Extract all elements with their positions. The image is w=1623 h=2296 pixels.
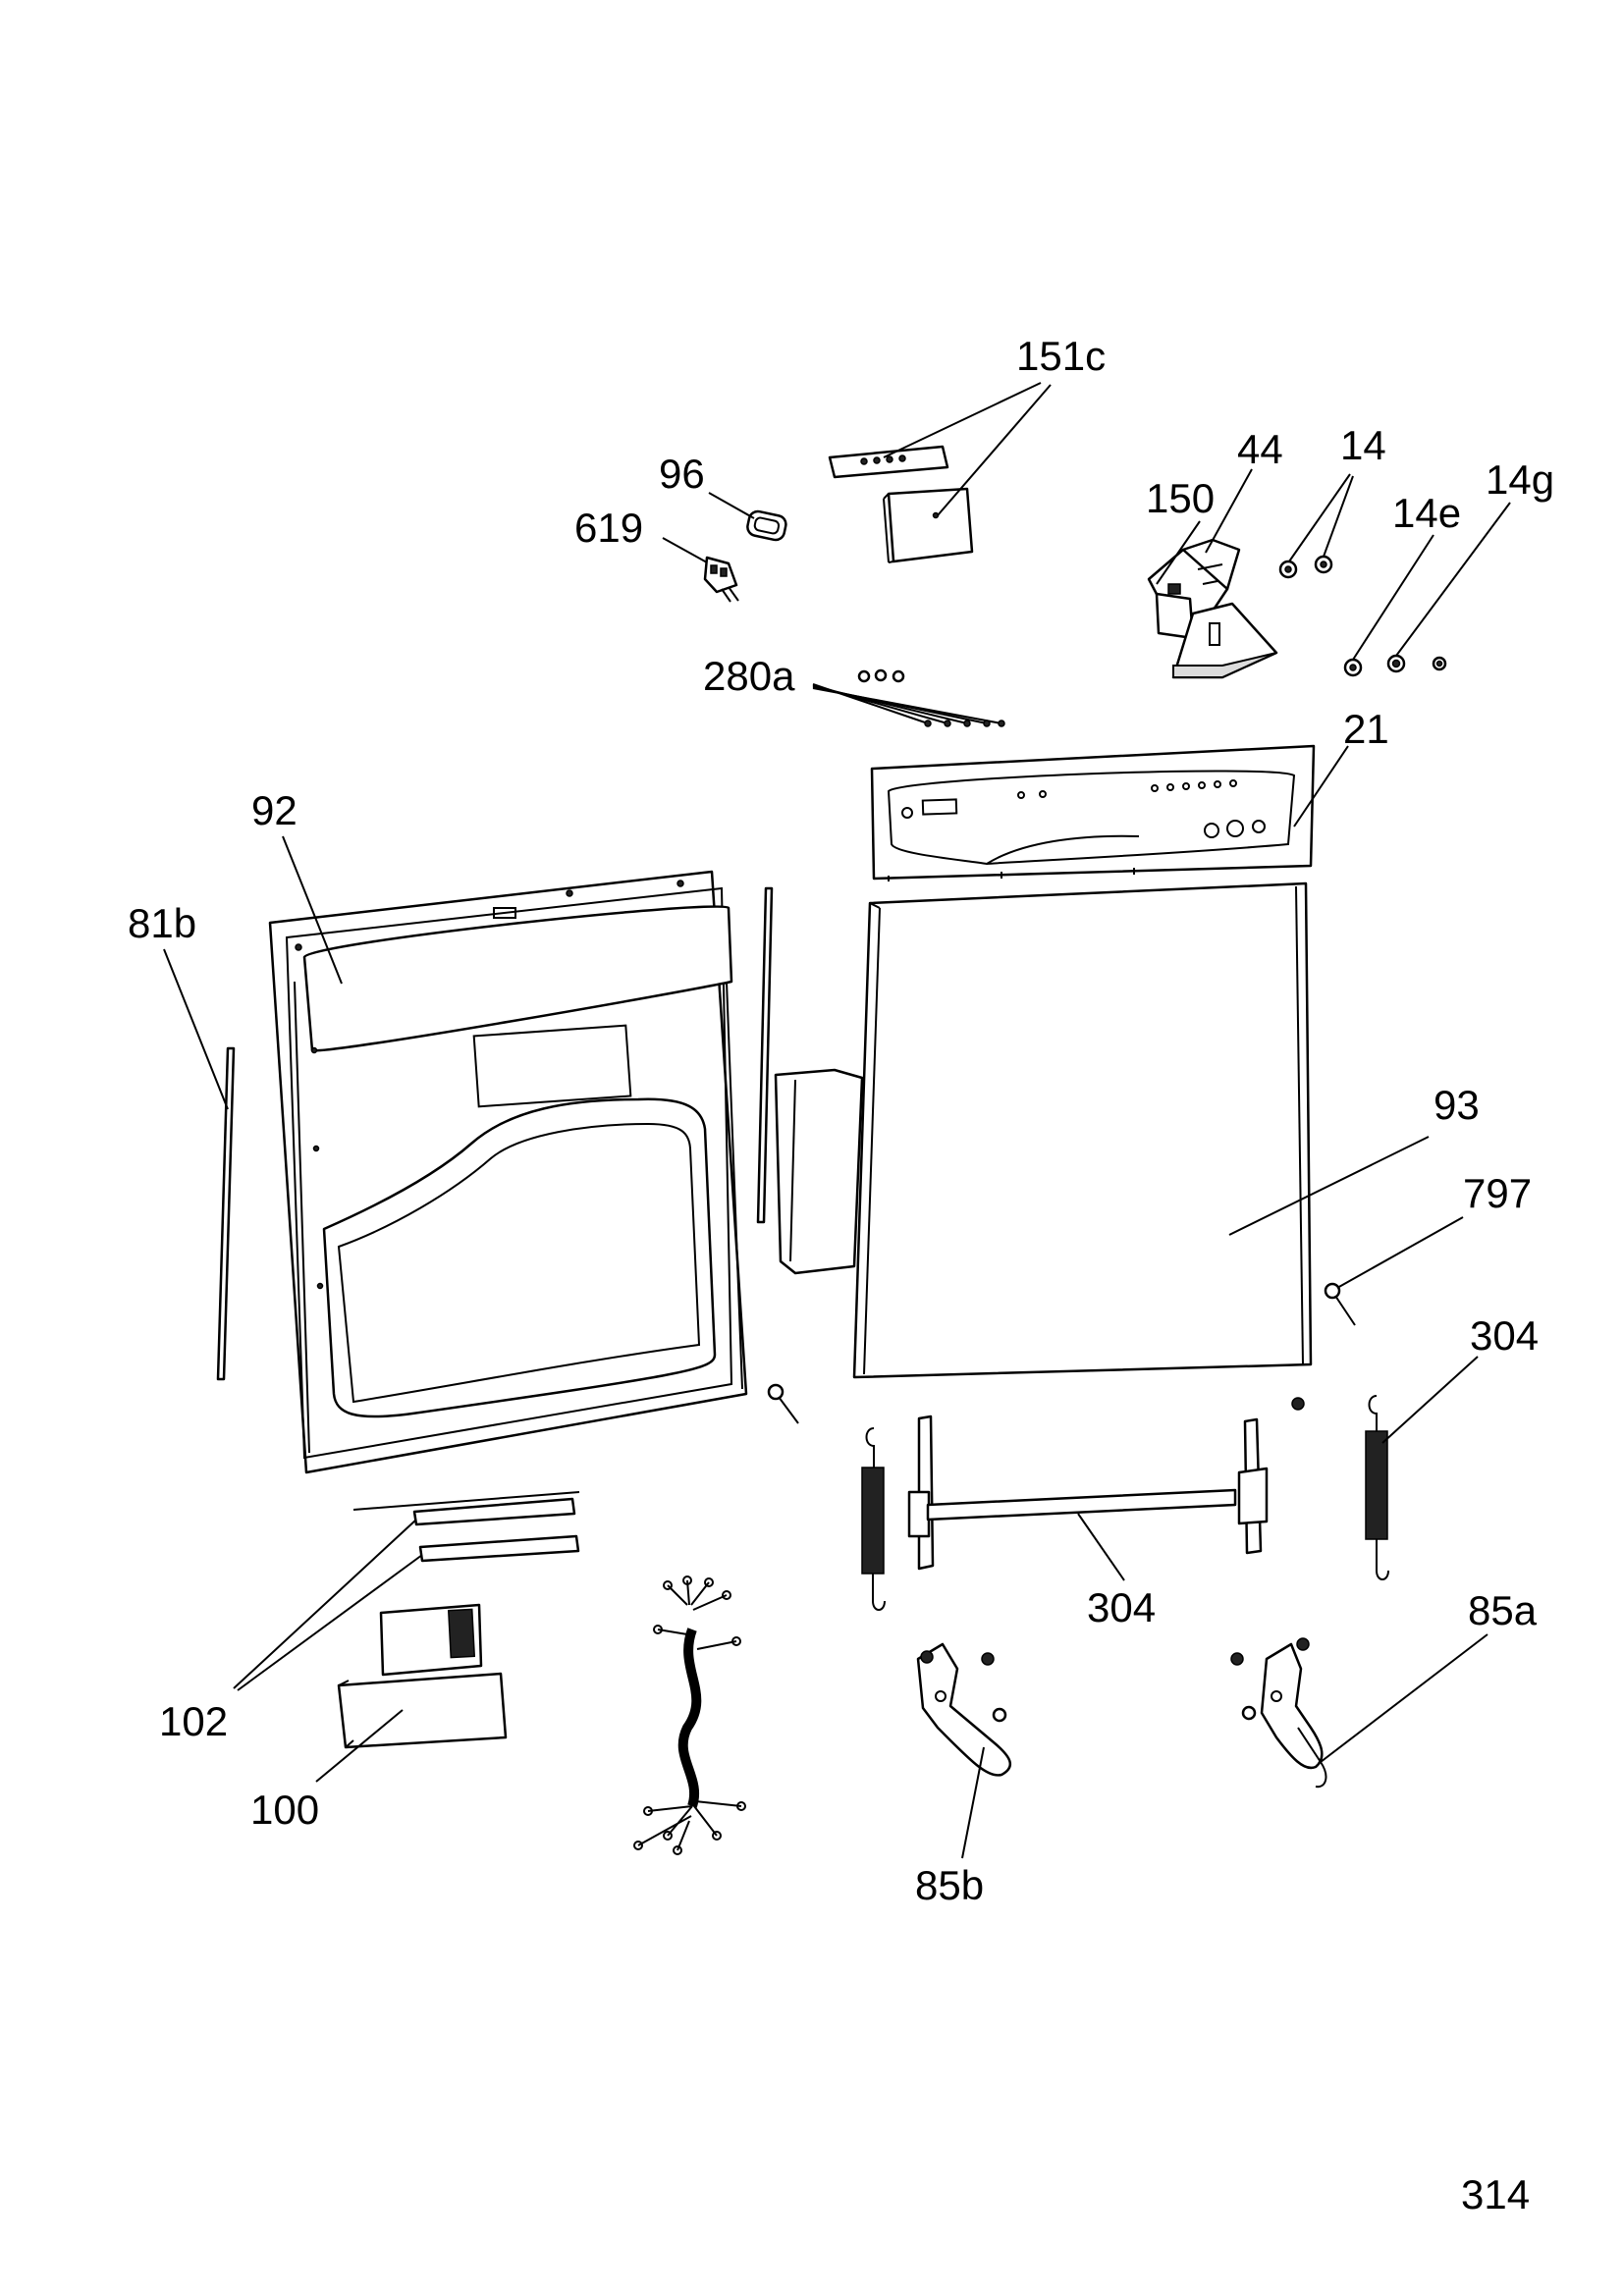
part-304-spring-right (1365, 1395, 1389, 1580)
leader-81b (163, 948, 229, 1110)
part-96-gasket (746, 509, 787, 542)
leader-92 (282, 835, 343, 985)
callout-150: 150 (1146, 475, 1216, 521)
part-93-outer-door (852, 881, 1313, 1379)
part-150-44-door-lock (1147, 538, 1278, 679)
leader-21 (1293, 745, 1349, 828)
leader-797 (1336, 1216, 1464, 1289)
callout-93: 93 (1434, 1082, 1480, 1128)
leader-150 (1156, 520, 1201, 585)
leader-100 (315, 1709, 404, 1783)
part-151c-control-card (828, 445, 949, 479)
leader-14g (1395, 502, 1511, 657)
part-619-switch (703, 556, 739, 603)
part-280a-light-pipes (812, 668, 1005, 727)
leader-14-b (1323, 475, 1354, 558)
leader-151c-a (883, 382, 1042, 458)
part-85b-hinge-left (916, 1642, 1012, 1777)
part-92-inner-door (268, 870, 748, 1474)
door-channel-piece (774, 1068, 864, 1275)
leader-304-bar (1077, 1513, 1125, 1581)
callout-14e: 14e (1392, 490, 1462, 536)
leader-14e (1352, 534, 1434, 661)
callout-102: 102 (159, 1698, 229, 1744)
callout-14: 14 (1340, 422, 1386, 468)
callout-85b: 85b (915, 1862, 985, 1908)
leader-93 (1228, 1136, 1430, 1236)
page-number: 314 (1461, 2171, 1531, 2217)
part-102-trim-strips (352, 1491, 580, 1563)
callout-92: 92 (251, 787, 298, 833)
part-14e-14g-buttons (1343, 654, 1447, 677)
callout-797: 797 (1463, 1170, 1533, 1216)
part-304-spring-left (861, 1427, 886, 1611)
callout-44: 44 (1237, 426, 1283, 472)
leader-96 (708, 492, 755, 519)
callout-280a: 280a (703, 653, 795, 699)
part-21-control-panel (870, 744, 1316, 881)
leader-85b (961, 1746, 985, 1859)
leader-619 (662, 537, 708, 563)
part-304-hinge-bar (907, 1397, 1305, 1571)
leader-102-a (233, 1519, 417, 1689)
pin-left (767, 1383, 799, 1424)
wiring-harness (633, 1575, 746, 1855)
callout-619: 619 (574, 505, 644, 551)
callout-100: 100 (250, 1787, 320, 1833)
side-seal-right (756, 886, 774, 1224)
leader-304-spring (1381, 1356, 1479, 1444)
part-14-knobs (1278, 555, 1333, 579)
callout-96: 96 (659, 451, 705, 497)
part-151c-pcb-box (883, 487, 974, 563)
callout-85a: 85a (1468, 1587, 1538, 1633)
part-85a-hinge-right (1230, 1637, 1327, 1789)
callout-304-bar: 304 (1087, 1584, 1157, 1630)
leader-14-a (1288, 473, 1351, 562)
leader-44 (1205, 468, 1253, 554)
part-797-pin (1324, 1282, 1356, 1326)
callout-304-spring: 304 (1470, 1312, 1540, 1359)
leader-102-b (237, 1554, 423, 1691)
leader-151c-b (937, 384, 1052, 516)
callout-14g: 14g (1486, 456, 1555, 503)
part-81b-side-seal (216, 1046, 236, 1381)
callout-21: 21 (1343, 706, 1389, 752)
leader-lines (163, 382, 1511, 1859)
callout-151c: 151c (1016, 333, 1107, 379)
callout-81b: 81b (128, 900, 197, 946)
part-100-dispenser (337, 1603, 508, 1749)
leader-85a (1320, 1633, 1488, 1763)
